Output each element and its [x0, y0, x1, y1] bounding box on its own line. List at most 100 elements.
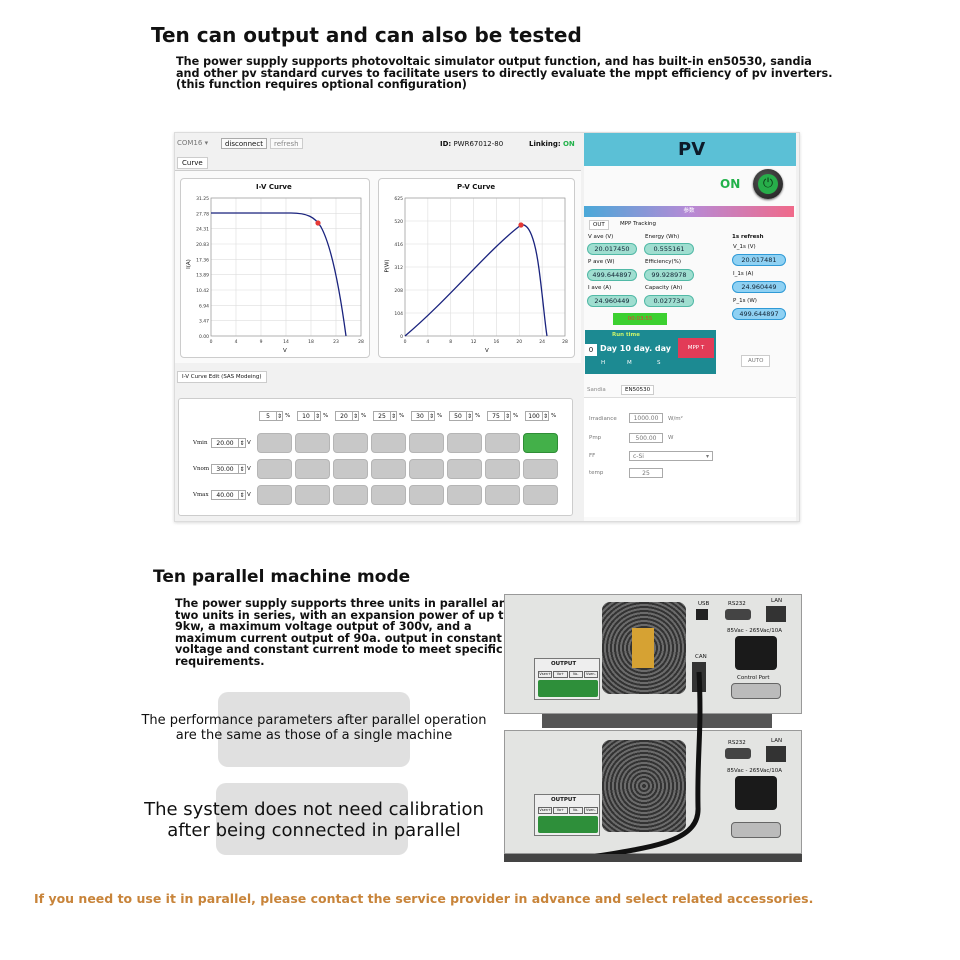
y-tick-label: 24.31 — [196, 227, 209, 233]
curve-point-tile[interactable] — [523, 459, 558, 479]
ff-select[interactable]: c-Si▾ — [629, 451, 713, 461]
capacity-label: Capacity (Ah) — [645, 285, 683, 291]
curve-point-tile[interactable] — [485, 459, 520, 479]
percent-stepper[interactable]: ⇕ — [390, 411, 397, 421]
percent-input[interactable]: 75 — [487, 411, 505, 421]
tab-en50530[interactable]: EN50530 — [621, 385, 655, 395]
tab-mpp-tracking[interactable]: MPP Tracking — [620, 221, 657, 227]
vnom-stepper[interactable]: ⇕ — [238, 464, 246, 474]
calibration-line: The system does not need calibration — [144, 799, 484, 820]
curve-point-tile[interactable] — [371, 459, 406, 479]
curve-point-tile[interactable] — [447, 459, 482, 479]
curve-point-tile[interactable] — [295, 485, 330, 505]
curve-point-tile[interactable] — [257, 433, 292, 453]
tab-curve[interactable]: Curve — [177, 157, 208, 169]
percent-input[interactable]: 10 — [297, 411, 315, 421]
percent-input[interactable]: 20 — [335, 411, 353, 421]
mppt-button[interactable]: MPP T — [678, 338, 714, 358]
footer-note: If you need to use it in parallel, pleas… — [34, 891, 814, 906]
percent-input[interactable]: 30 — [411, 411, 429, 421]
terminal-label: Vo+ — [553, 671, 568, 678]
run-days-input[interactable]: 0 — [585, 344, 597, 356]
iv-edit-panel: 5⇕%10⇕%20⇕%25⇕%30⇕%50⇕%75⇕%100⇕% Vmin 20… — [178, 398, 573, 516]
y-tick-label: 520 — [394, 219, 403, 225]
curve-point-tile[interactable] — [523, 485, 558, 505]
section-title-parallel: Ten parallel machine mode — [153, 567, 411, 587]
curve-point-tile[interactable] — [371, 485, 406, 505]
curve-point-tile[interactable] — [409, 433, 444, 453]
p-ave-value: 499.644897 — [587, 269, 637, 281]
iv-chart-title: I-V Curve — [256, 183, 292, 191]
percent-stepper[interactable]: ⇕ — [276, 411, 283, 421]
x-tick-label: 23 — [333, 339, 339, 345]
curve-point-tile[interactable] — [409, 459, 444, 479]
vmax-input[interactable]: 40.00 — [211, 490, 239, 500]
v-ave-value: 20.017450 — [587, 243, 637, 255]
pmp-unit: W — [668, 435, 674, 441]
vmin-stepper[interactable]: ⇕ — [238, 438, 246, 448]
tab-out[interactable]: OUT — [589, 220, 609, 230]
percent-input[interactable]: 50 — [449, 411, 467, 421]
curve-point-tile[interactable] — [523, 433, 558, 453]
top-unit-feet — [542, 714, 772, 728]
parallel-desc-line: requirements. — [175, 654, 265, 668]
bottom-unit-feet — [504, 854, 802, 862]
on-status: ON — [720, 177, 741, 191]
percent-stepper[interactable]: ⇕ — [466, 411, 473, 421]
percent-input[interactable]: 100 — [525, 411, 543, 421]
percent-stepper[interactable]: ⇕ — [352, 411, 359, 421]
percent-stepper[interactable]: ⇕ — [504, 411, 511, 421]
curve-point-tile[interactable] — [485, 433, 520, 453]
power-icon: ⏻ — [758, 174, 778, 194]
temp-input[interactable]: 25 — [629, 468, 663, 478]
power-toggle-button[interactable]: ⏻ — [753, 169, 783, 199]
curve-point-tile[interactable] — [447, 485, 482, 505]
pv-chart-title: P-V Curve — [457, 183, 496, 191]
curve-point-tile[interactable] — [295, 433, 330, 453]
performance-line: are the same as those of a single machin… — [175, 728, 453, 743]
pmp-label: Pmp — [589, 435, 602, 441]
percent-stepper[interactable]: ⇕ — [428, 411, 435, 421]
calibration-line: after being connected in parallel — [167, 820, 461, 841]
p1s-label: P_1s (W) — [733, 298, 757, 304]
tab-sandia[interactable]: Sandia — [587, 387, 606, 393]
terminal-label: Vo- — [568, 671, 583, 678]
com-port-select[interactable]: COM16 ▾ — [177, 139, 209, 147]
curve-point-tile[interactable] — [371, 433, 406, 453]
curve-point-tile[interactable] — [447, 433, 482, 453]
curve-point-tile[interactable] — [333, 485, 368, 505]
curve-point-tile[interactable] — [295, 459, 330, 479]
plot-frame — [210, 197, 362, 337]
percent-unit: % — [551, 413, 557, 419]
x-tick-label: 14 — [283, 339, 289, 345]
x-tick-label: 20 — [516, 339, 522, 345]
run-time-panel: Run time 0 Day 10 day. day H M S MPP T — [585, 330, 716, 374]
refresh-button[interactable]: refresh — [270, 138, 303, 149]
percent-stepper[interactable]: ⇕ — [314, 411, 321, 421]
i1s-label: I_1s (A) — [733, 271, 754, 277]
percent-input[interactable]: 5 — [259, 411, 277, 421]
percent-stepper[interactable]: ⇕ — [542, 411, 549, 421]
irradiance-label: Irradiance — [589, 416, 617, 422]
y-tick-label: 3.47 — [199, 319, 209, 325]
irradiance-input[interactable]: 1000.00 — [629, 413, 663, 423]
disconnect-button[interactable]: disconnect — [221, 138, 267, 149]
curve-point-tile[interactable] — [409, 485, 444, 505]
curve-point-tile[interactable] — [485, 485, 520, 505]
x-tick-label: 12 — [471, 339, 477, 345]
curve-point-tile[interactable] — [333, 433, 368, 453]
pmp-input[interactable]: 500.00 — [629, 433, 663, 443]
percent-input[interactable]: 25 — [373, 411, 391, 421]
auto-button[interactable]: AUTO — [741, 355, 771, 367]
vnom-input[interactable]: 30.00 — [211, 464, 239, 474]
power-spec-top: 85Vac - 265Vac/10A — [727, 628, 783, 634]
vmax-stepper[interactable]: ⇕ — [238, 490, 246, 500]
vmin-input[interactable]: 20.00 — [211, 438, 239, 448]
curve-point-tile[interactable] — [257, 485, 292, 505]
curve-point-tile[interactable] — [257, 459, 292, 479]
curve-point-tile[interactable] — [333, 459, 368, 479]
y-tick-label: 312 — [394, 265, 403, 271]
tab-iv-edit[interactable]: I-V Curve Edit (SAS Modeing) — [177, 371, 267, 383]
